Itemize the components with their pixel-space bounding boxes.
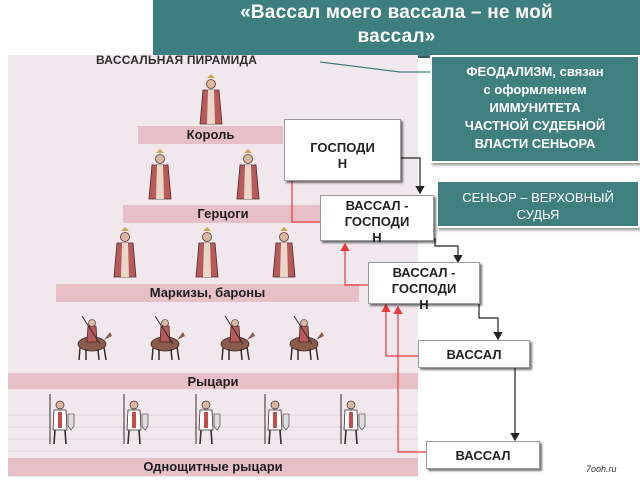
feudalism-line: ВЛАСТИ СЕНЬОРА (474, 136, 596, 151)
title-line-1: «Вассал моего вассала – не мой (240, 2, 553, 23)
feudalism-line: ФЕОДАЛИЗМ, связан (466, 64, 604, 79)
vassal-lord-line: ГОСПОДИ (391, 281, 457, 296)
feudalism-line: ИММУНИТЕТА (489, 100, 581, 115)
vassal-lord-box-1: ВАССАЛ - ГОСПОДИ Н (320, 195, 434, 245)
slide-title: «Вассал моего вассала – не мой вассал» (153, 1, 640, 49)
vassal-lord-line: Н (372, 230, 382, 245)
level-band-knights: Рыцари (8, 373, 418, 389)
vassal-box-2: ВАССАЛ (426, 441, 540, 469)
senior-box: СЕНЬОР – ВЕРХОВНЫЙ СУДЬЯ (436, 180, 640, 228)
level-band-single-shield-knights: Однощитные рыцари (8, 458, 418, 476)
watermark: 7ooh.ru (586, 464, 617, 474)
vassal-lord-line: Н (419, 297, 429, 312)
feudalism-box: ФЕОДАЛИЗМ, связан с оформлением ИММУНИТЕ… (430, 55, 640, 163)
leader-line (320, 61, 432, 73)
title-line-2: вассал» (357, 26, 436, 47)
lord-box: ГОСПОДИ Н (284, 119, 401, 181)
level-band-dukes: Герцоги (123, 205, 323, 223)
lord-box-line (285, 124, 400, 140)
vassal-lord-box-2: ВАССАЛ - ГОСПОДИ Н (368, 262, 480, 312)
vassal-lord-line: ВАССАЛ - (345, 198, 409, 213)
senior-line: СУДЬЯ (516, 207, 560, 222)
vassal-lord-line: ГОСПОДИ (344, 214, 410, 229)
senior-line: СЕНЬОР – ВЕРХОВНЫЙ (462, 190, 614, 205)
feudalism-line: с оформлением (483, 82, 587, 97)
level-band-king: Король (138, 126, 283, 144)
level-band-marquises: Маркизы, бароны (56, 284, 359, 302)
lord-box-line: ГОСПОДИ (310, 140, 375, 155)
lord-box-line: Н (337, 156, 348, 171)
pyramid-heading: ВАССАЛЬНАЯ ПИРАМИДА (96, 53, 258, 67)
feudalism-line: ЧАСТНОЙ СУДЕБНОЙ (464, 118, 606, 133)
vassal-lord-line: ВАССАЛ - (392, 265, 456, 280)
vassal-box-1: ВАССАЛ (418, 340, 530, 368)
